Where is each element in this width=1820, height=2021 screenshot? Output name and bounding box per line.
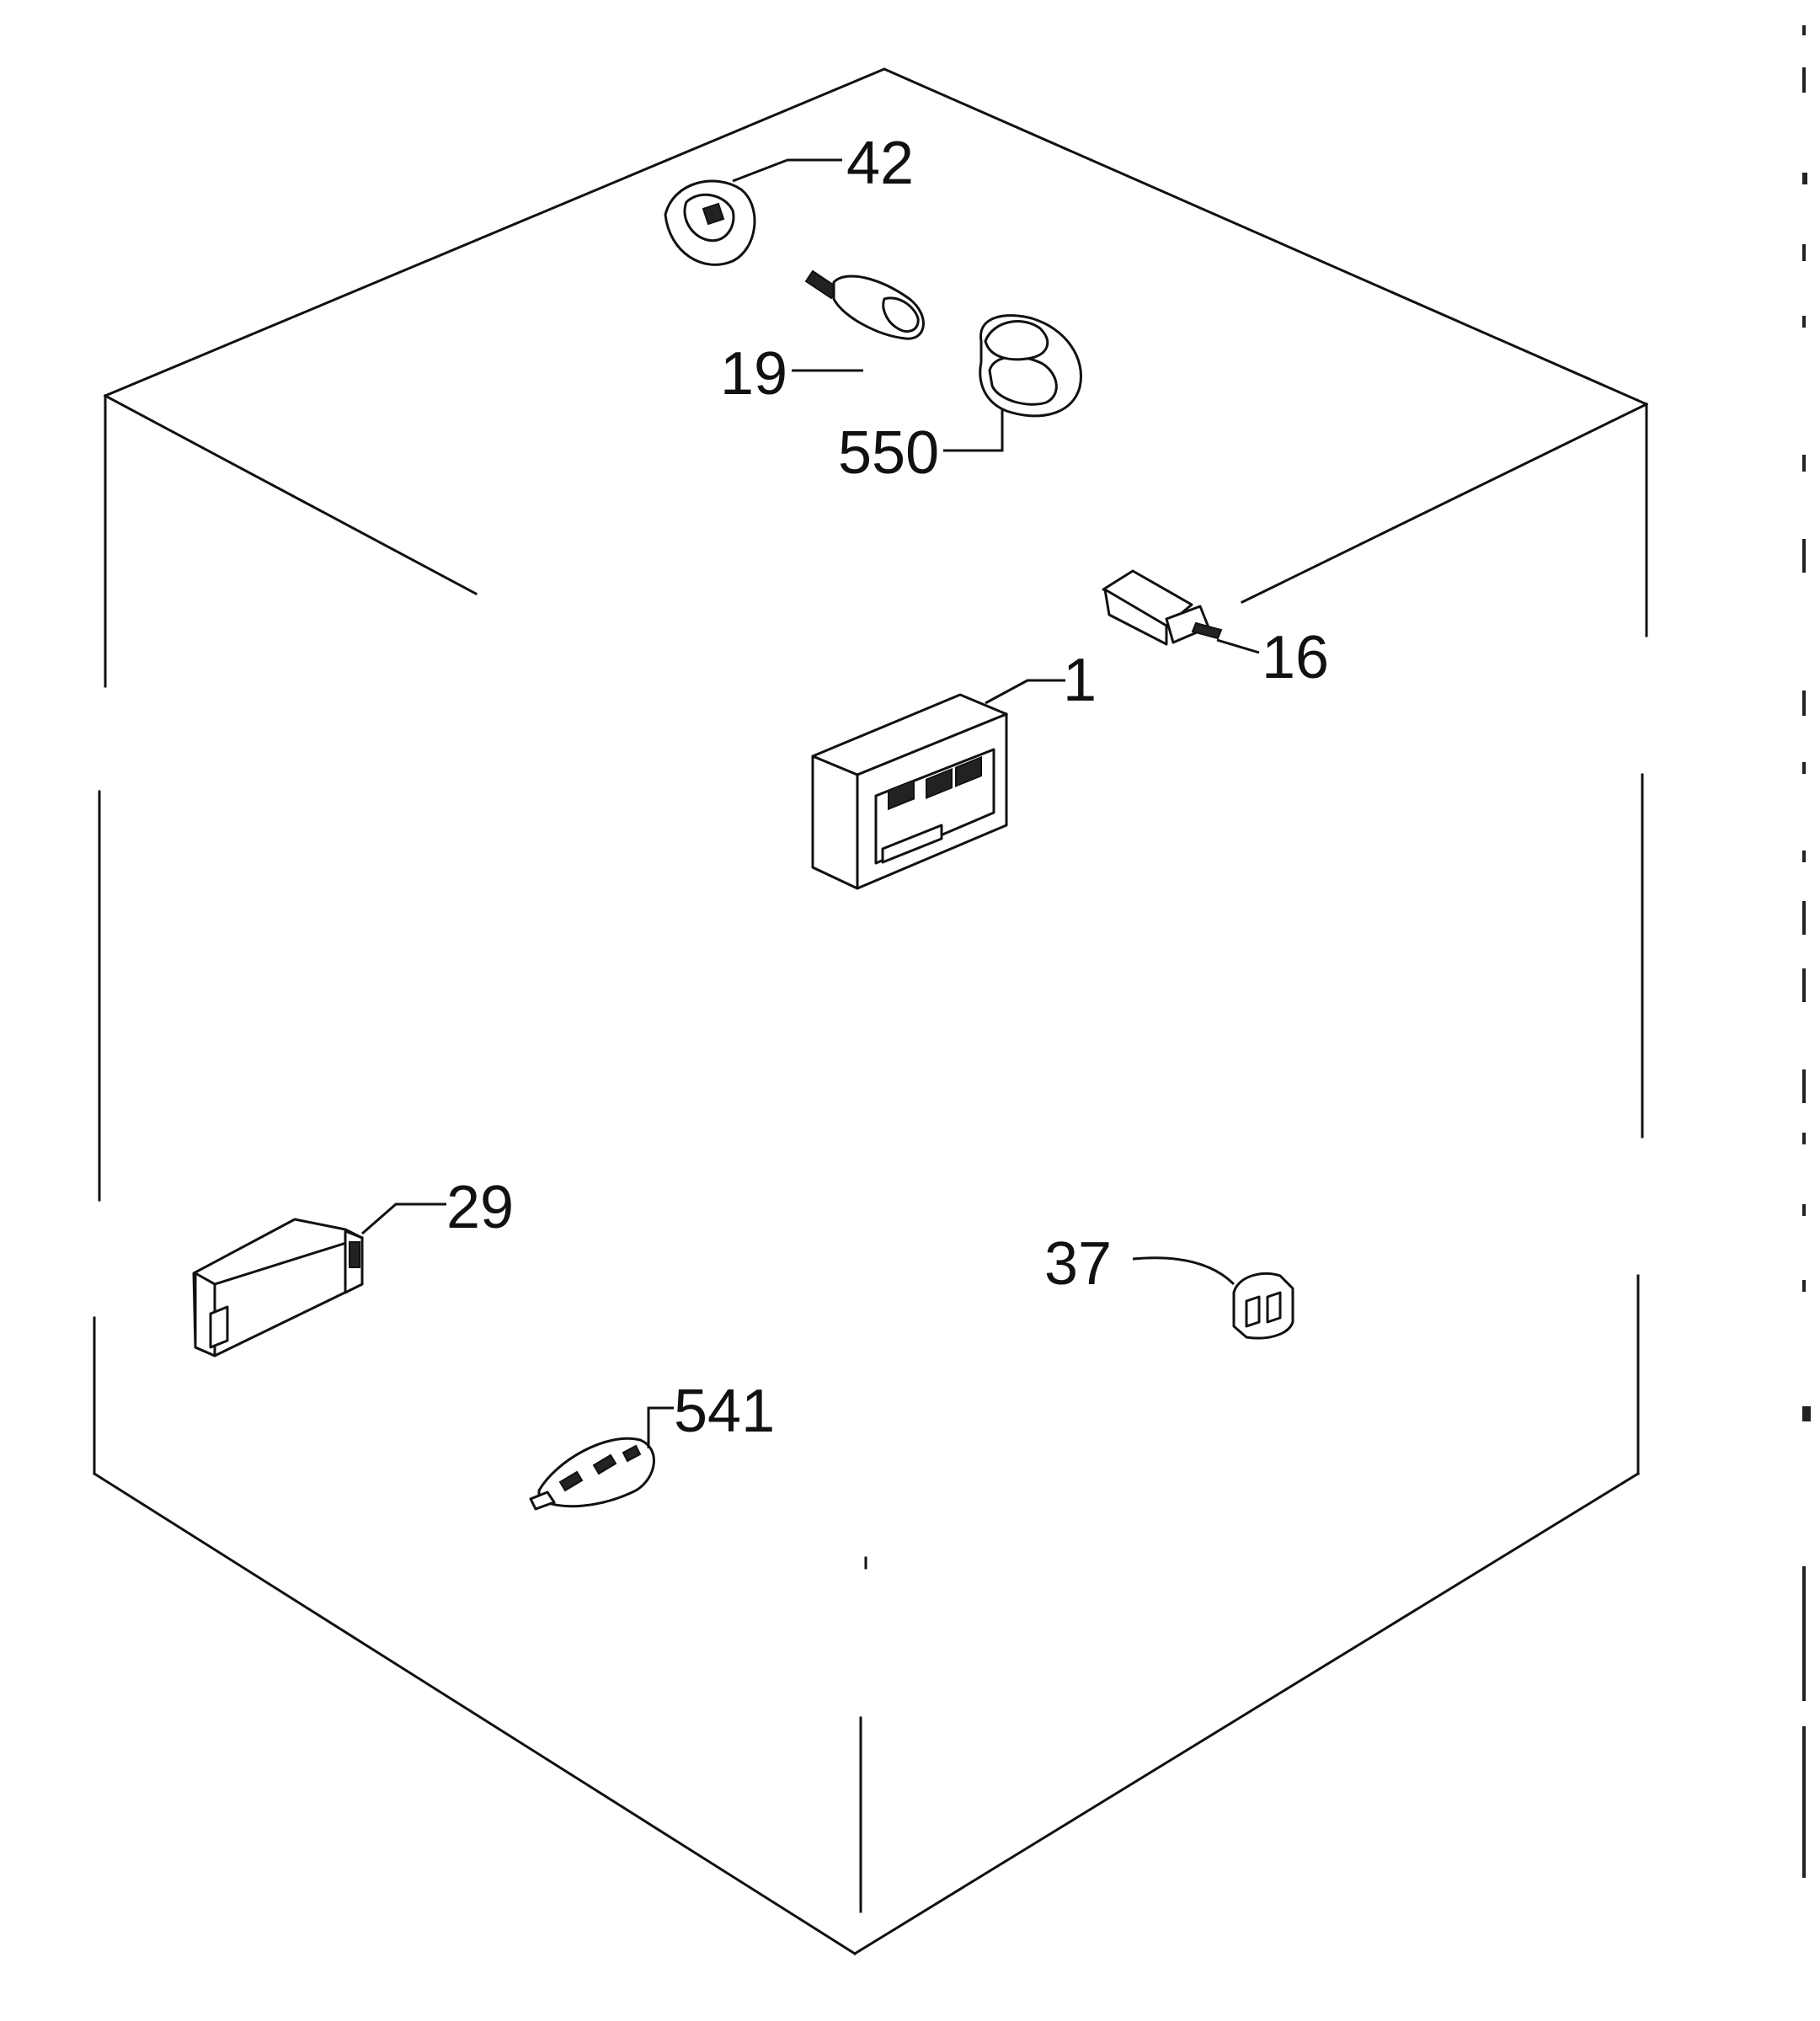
callout-37: 37	[1044, 1230, 1112, 1298]
part-29: 29	[192, 1174, 514, 1357]
cabinet-bottom-left	[92, 1471, 857, 1956]
cabinet-outline	[92, 67, 1649, 1956]
callout-19: 19	[720, 340, 787, 408]
part-37: 37	[1044, 1230, 1294, 1340]
callout-1: 1	[1063, 647, 1097, 714]
callout-42: 42	[846, 130, 914, 197]
cabinet-top-front-left	[103, 393, 478, 596]
cabinet-top-front-right	[1240, 402, 1649, 605]
callout-16: 16	[1262, 624, 1329, 691]
part-16: 16	[1102, 569, 1329, 691]
part-541: 541	[529, 1378, 775, 1511]
cabinet-bottom-right	[852, 1471, 1641, 1956]
part-550: 550	[838, 314, 1082, 487]
part-1: 1	[811, 647, 1097, 890]
margin-marks	[1802, 25, 1811, 1878]
part-19: 19	[720, 269, 925, 408]
part-42: 42	[664, 130, 914, 266]
callout-550: 550	[838, 419, 939, 487]
cabinet-top-edges	[104, 67, 1648, 406]
callout-29: 29	[446, 1174, 514, 1241]
callout-541: 541	[674, 1378, 775, 1445]
